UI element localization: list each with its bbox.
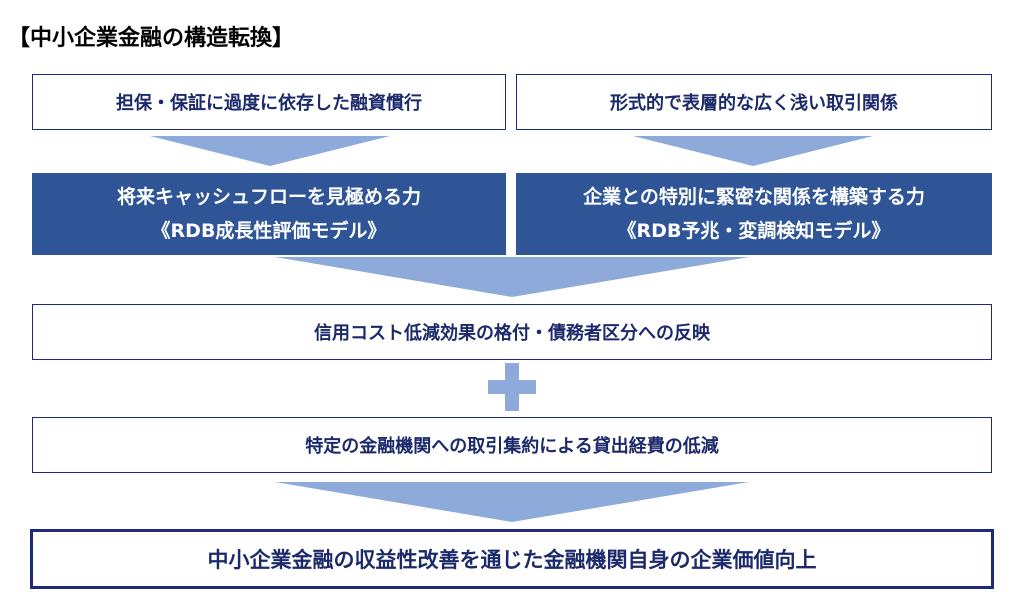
plus-icon-vertical [505,363,519,411]
top-left-text: 担保・保証に過度に依存した融資慣行 [116,93,422,114]
mid-right-line2: 《RDB予兆・変調検知モデル》 [617,220,891,242]
page-title: 【中小企業金融の構造転換】 [8,26,295,51]
mid-left-box: 将来キャッシュフローを見極める力 《RDB成長性評価モデル》 [32,173,506,255]
conclusion-text: 中小企業金融の収益性改善を通じた金融機関自身の企業価値向上 [207,548,817,572]
conclusion-box: 中小企業金融の収益性改善を通じた金融機関自身の企業価値向上 [30,529,994,589]
arrow-down-merge [275,257,749,297]
mid-right-line1: 企業との特別に緊密な関係を構築する力 [583,186,925,208]
mid-right-box: 企業との特別に緊密な関係を構築する力 《RDB予兆・変調検知モデル》 [516,173,992,255]
top-left-box: 担保・保証に過度に依存した融資慣行 [32,74,506,130]
effect-box-2: 特定の金融機関への取引集約による貸出経費の低減 [32,417,992,473]
top-right-box: 形式的で表層的な広く浅い取引関係 [516,74,992,130]
mid-left-line1: 将来キャッシュフローを見極める力 [116,186,421,208]
arrow-down-final [275,482,749,522]
arrow-down-left [150,136,390,166]
effect-text-2: 特定の金融機関への取引集約による貸出経費の低減 [305,436,719,457]
effect-text-1: 信用コスト低減効果の格付・債務者区分への反映 [314,323,710,344]
top-right-text: 形式的で表層的な広く浅い取引関係 [610,93,898,114]
mid-left-line2: 《RDB成長性評価モデル》 [151,220,387,242]
arrow-down-right [633,136,873,166]
effect-box-1: 信用コスト低減効果の格付・債務者区分への反映 [32,304,992,360]
